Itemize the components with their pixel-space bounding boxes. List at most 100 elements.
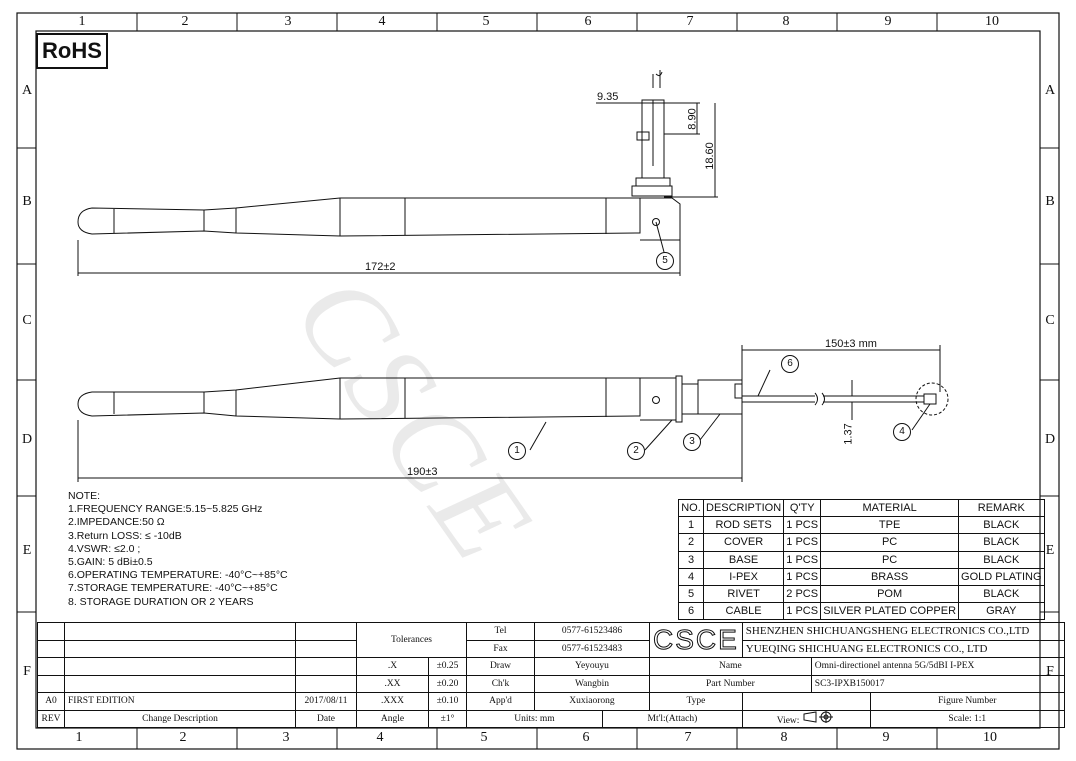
bom-header-material: MATERIAL bbox=[820, 498, 960, 518]
zone-row-a: A bbox=[21, 83, 33, 98]
dim-top-width: 9.35 bbox=[597, 91, 619, 103]
zone-row-b-right: B bbox=[1045, 194, 1055, 209]
zone-col-5: 5 bbox=[482, 14, 490, 29]
bom-header-row: NO. DESCRIPTION Q'TY MATERIAL REMARK bbox=[678, 498, 1045, 518]
bom-cell: 3 bbox=[678, 550, 704, 569]
appd-label: App'd bbox=[466, 692, 535, 711]
tol-xxx-value: ±0.10 bbox=[428, 692, 467, 711]
zone-col-10-bottom: 10 bbox=[983, 730, 997, 745]
company-name-1: SHENZHEN SHICHUANGSHENG ELECTRONICS CO.,… bbox=[741, 622, 1065, 641]
bom-header-remark: REMARK bbox=[958, 498, 1045, 518]
bom-cell: 5 bbox=[678, 584, 704, 604]
figure-number-label: Figure Number bbox=[869, 692, 1065, 711]
zone-col-4-bottom: 4 bbox=[376, 730, 384, 745]
bom-cell: 1 PCS bbox=[783, 533, 822, 552]
view-cell: View: bbox=[741, 709, 871, 728]
bom-cell: BLACK bbox=[958, 550, 1045, 569]
callout-3: 3 bbox=[683, 433, 701, 451]
fax-value: 0577-61523483 bbox=[534, 639, 650, 658]
tol-x: .X bbox=[356, 657, 429, 676]
scale-label: Scale: 1:1 bbox=[869, 709, 1065, 728]
dim-length-top: 172±2 bbox=[365, 261, 396, 273]
zone-col-9-bottom: 9 bbox=[882, 730, 890, 745]
note-1: 1.FREQUENCY RANGE:5.15~5.825 GHz bbox=[68, 503, 263, 516]
zone-col-1: 1 bbox=[78, 14, 86, 29]
note-7: 7.STORAGE TEMPERATURE: -40°C~+85°C bbox=[68, 582, 278, 595]
zone-col-2-bottom: 2 bbox=[179, 730, 187, 745]
zone-col-4: 4 bbox=[378, 14, 386, 29]
note-title: NOTE: bbox=[68, 490, 101, 502]
zone-row-a-right: A bbox=[1044, 83, 1056, 98]
zone-col-10: 10 bbox=[985, 14, 999, 29]
bom-cell: BRASS bbox=[820, 567, 960, 586]
tel-label: Tel bbox=[466, 622, 535, 641]
bom-cell: BLACK bbox=[958, 584, 1045, 604]
company-name-2: YUEQING SHICHUANG ELECTRONICS CO., LTD bbox=[741, 639, 1065, 658]
zone-row-e-right: E bbox=[1045, 543, 1055, 558]
note-4: 4.VSWR: ≤2.0 ; bbox=[68, 542, 141, 555]
zone-row-d: D bbox=[21, 432, 33, 447]
appd-value: Xuxiaorong bbox=[534, 692, 650, 711]
dim-cable-length: 150±3 mm bbox=[825, 338, 877, 350]
bom-cell: 1 PCS bbox=[783, 550, 822, 569]
zone-col-2: 2 bbox=[181, 14, 189, 29]
rohs-logo: RoHS bbox=[36, 33, 108, 69]
name-label: Name bbox=[649, 657, 812, 676]
bom-cell: CABLE bbox=[702, 602, 785, 621]
fax-label: Fax bbox=[466, 639, 535, 658]
note-6: 6.OPERATING TEMPERATURE: -40°C~+85°C bbox=[68, 569, 288, 582]
note-8: 8. STORAGE DURATION OR 2 YEARS bbox=[68, 595, 254, 608]
chk-label: Ch'k bbox=[466, 674, 535, 693]
zone-row-b: B bbox=[22, 194, 32, 209]
bom-cell: I-PEX bbox=[702, 567, 785, 586]
callout-6: 6 bbox=[781, 355, 799, 373]
bom-header-qty: Q'TY bbox=[783, 498, 822, 518]
dim-top-h1: 8.90 bbox=[686, 108, 699, 130]
notes: NOTE: 1.FREQUENCY RANGE:5.15~5.825 GHz 2… bbox=[68, 490, 288, 609]
zone-col-8-bottom: 8 bbox=[780, 730, 788, 745]
rev-code: A0 bbox=[37, 692, 65, 711]
dim-cable-dia: 1.37 bbox=[842, 423, 855, 445]
zone-col-3: 3 bbox=[284, 14, 292, 29]
zone-row-e: E bbox=[22, 543, 32, 558]
bom-cell: 1 PCS bbox=[783, 567, 822, 586]
zone-row-c: C bbox=[22, 313, 32, 328]
bom-cell: BASE bbox=[702, 550, 785, 569]
bom-header-description: DESCRIPTION bbox=[702, 498, 785, 518]
tel-value: 0577-61523486 bbox=[534, 622, 650, 641]
name-value: Omni-directionel antenna 5G/5dBI I-PEX bbox=[810, 657, 1065, 676]
angle-value: ±1° bbox=[428, 709, 467, 728]
zone-col-3-bottom: 3 bbox=[282, 730, 290, 745]
callout-4: 4 bbox=[893, 423, 911, 441]
note-3: 3.Return LOSS: ≤ -10dB bbox=[68, 529, 182, 542]
callout-1: 1 bbox=[508, 442, 526, 460]
callout-5: 5 bbox=[656, 252, 674, 270]
bom-cell: SILVER PLATED COPPER bbox=[820, 602, 960, 621]
bom-cell: GRAY bbox=[958, 602, 1045, 621]
callout-2: 2 bbox=[627, 442, 645, 460]
bom-cell: 6 bbox=[678, 602, 704, 621]
units-label: Units: mm bbox=[466, 709, 603, 728]
bom-cell: TPE bbox=[820, 516, 960, 535]
type-label: Type bbox=[649, 692, 743, 711]
note-2: 2.IMPEDANCE:50 Ω bbox=[68, 516, 165, 529]
bom-cell: BLACK bbox=[958, 516, 1045, 535]
tol-xx-value: ±0.20 bbox=[428, 674, 467, 693]
material-label: Mt'l:(Attach) bbox=[602, 709, 743, 728]
projection-symbol-icon bbox=[802, 711, 836, 726]
tolerances-label: Tolerances bbox=[356, 622, 467, 658]
zone-col-8: 8 bbox=[782, 14, 790, 29]
tol-x-value: ±0.25 bbox=[428, 657, 467, 676]
view-label: View: bbox=[776, 716, 800, 727]
dim-length-bottom: 190±3 bbox=[407, 466, 438, 478]
title-block: Tolerances Tel 0577-61523486 CSCE SHENZH… bbox=[37, 622, 1065, 728]
